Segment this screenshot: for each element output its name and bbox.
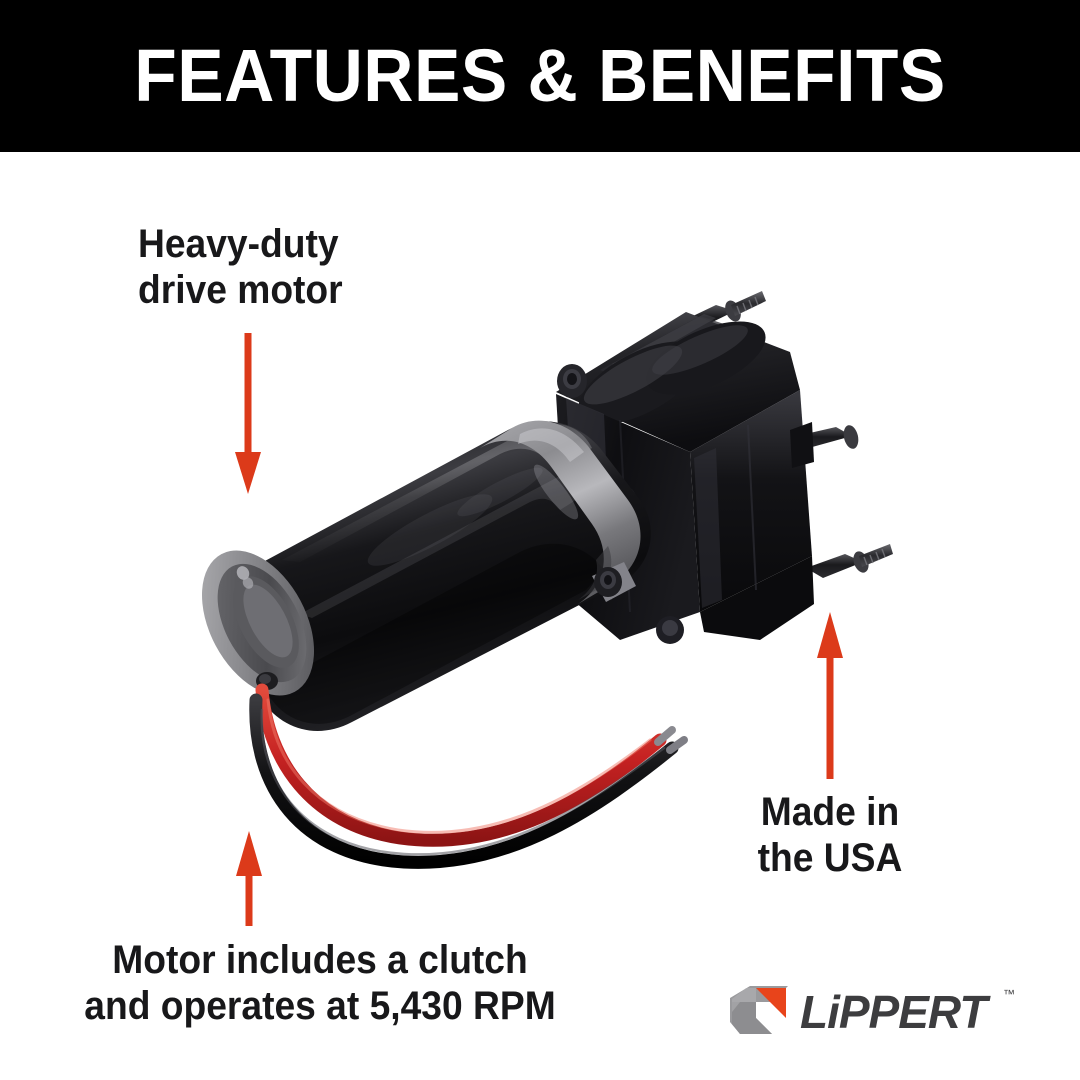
gearbox-housing	[556, 312, 814, 644]
arrow-up-clutch	[236, 831, 262, 926]
motor-barrel	[230, 421, 651, 731]
callout-heavy-duty-label: Heavy-duty drive motor	[138, 222, 343, 312]
arrow-up-made-usa	[817, 612, 843, 779]
mounting-stud-middle	[788, 425, 859, 449]
gearbox-bolt-bottom	[656, 616, 684, 644]
negative-wire	[249, 693, 679, 869]
gearbox-bolt-upper	[557, 364, 587, 398]
page-title: FEATURES & BENEFITS	[134, 34, 946, 117]
callout-clutch-rpm-label: Motor includes a clutch and operates at …	[84, 938, 556, 1028]
mounting-stud-top	[672, 291, 766, 333]
lippert-trademark-symbol: ™	[1003, 987, 1015, 1001]
arrow-down-heavy-duty	[235, 333, 261, 494]
lippert-logo: LiPPERT ™	[730, 986, 1015, 1038]
mounting-stud-bottom	[806, 544, 893, 578]
header-bar	[0, 0, 1080, 152]
positive-wire	[255, 683, 667, 847]
lippert-logo-mark	[730, 986, 788, 1034]
gearbox-bolt-lower	[597, 554, 627, 586]
callout-made-in-usa-label: Made in the USA	[757, 790, 903, 880]
motor-end-cap	[201, 550, 315, 696]
motor-clamp-band	[480, 420, 641, 604]
gearbox-bolt-mid	[603, 484, 637, 520]
motor-wires	[249, 683, 688, 869]
lippert-wordmark: LiPPERT	[800, 986, 991, 1038]
